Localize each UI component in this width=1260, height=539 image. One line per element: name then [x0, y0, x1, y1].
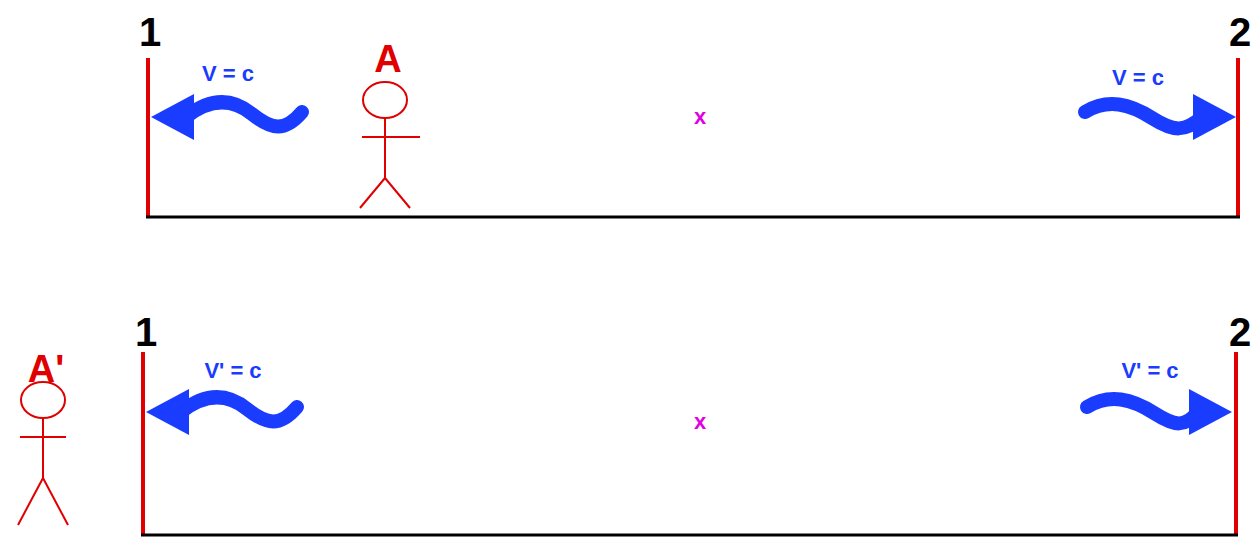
light-arrow	[151, 94, 302, 140]
light-arrow	[1085, 94, 1236, 140]
wall-line	[141, 352, 145, 536]
speed-label: V = c	[202, 63, 254, 85]
floor-line	[141, 534, 1238, 537]
floor-line	[146, 216, 1240, 219]
stick-figure	[360, 82, 420, 208]
wall-number: 1	[139, 12, 161, 52]
observer-label: A'	[28, 350, 64, 388]
speed-label: V = c	[1112, 67, 1164, 89]
observer-label: A	[374, 40, 401, 78]
midpoint-mark: x	[694, 411, 706, 433]
wall-number: 1	[135, 312, 157, 352]
speed-label: V' = c	[1121, 360, 1178, 382]
wall-number: 2	[1229, 312, 1251, 352]
wall-number: 2	[1229, 12, 1251, 52]
wall-line	[1234, 352, 1238, 536]
midpoint-mark: x	[694, 106, 706, 128]
speed-label: V' = c	[204, 360, 261, 382]
stick-figure	[18, 382, 68, 525]
wall-line	[1236, 58, 1240, 218]
light-arrow	[146, 389, 297, 435]
light-arrow	[1087, 389, 1232, 435]
wall-line	[146, 58, 150, 218]
